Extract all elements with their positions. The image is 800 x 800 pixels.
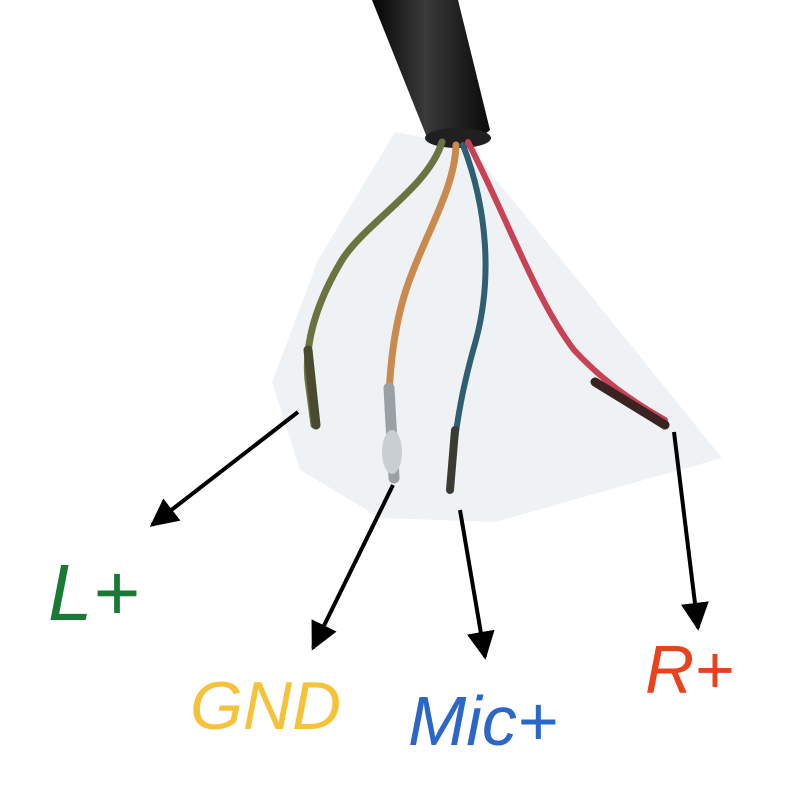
label-microphone: Mic+ bbox=[408, 682, 558, 760]
label-right-channel: R+ bbox=[645, 632, 734, 708]
wire-mic-tip bbox=[446, 426, 459, 494]
arrow-left bbox=[149, 410, 300, 527]
solder-blob bbox=[382, 430, 402, 474]
cable-jacket bbox=[372, 0, 490, 143]
wire-right bbox=[465, 139, 668, 423]
tape-backing bbox=[272, 132, 722, 522]
wire-left-tip bbox=[303, 345, 321, 430]
label-ground: GND bbox=[190, 668, 342, 744]
arrow-right bbox=[672, 431, 709, 631]
wire-right-tip bbox=[590, 377, 670, 430]
wire-ground bbox=[384, 141, 460, 414]
arrow-ground bbox=[311, 484, 395, 651]
arrow-mic bbox=[458, 509, 495, 660]
label-left-channel: L+ bbox=[48, 548, 140, 637]
